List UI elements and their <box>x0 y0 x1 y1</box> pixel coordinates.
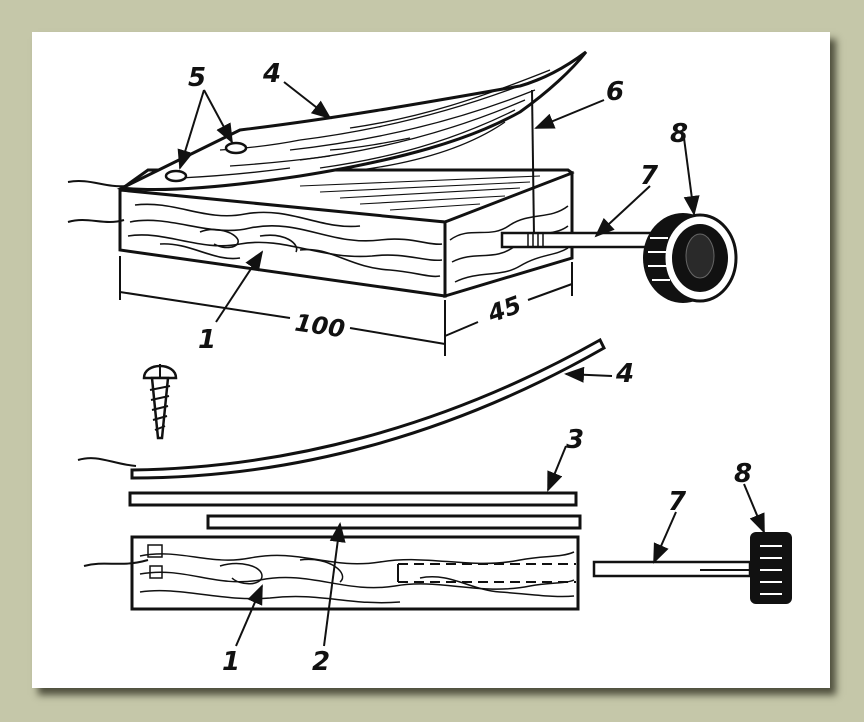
screw-marks <box>147 544 163 579</box>
label-spring-plate-bottom: 4 <box>615 359 634 389</box>
screw-hole-left <box>164 169 188 183</box>
label-base-bottom: 1 <box>222 647 240 677</box>
thread <box>531 89 535 237</box>
wood-grain-bottom <box>139 551 575 604</box>
wire-bottom-upper <box>77 457 137 467</box>
dimension-length: 100 <box>293 309 347 344</box>
spring-plate-top <box>116 50 588 191</box>
label-strip-upper: 3 <box>566 425 584 455</box>
label-screw-holes: 5 <box>188 63 206 93</box>
label-strip-lower: 2 <box>312 647 330 677</box>
label-spring-plate-top: 4 <box>262 59 281 89</box>
base-block-bottom <box>130 535 580 611</box>
label-knob-bottom: 8 <box>734 459 752 489</box>
top-leaders <box>177 81 700 323</box>
label-knob-top: 8 <box>670 119 688 149</box>
assembled-view: 100 45 5 4 6 7 8 1 <box>67 50 738 356</box>
label-axle-bottom: 7 <box>668 487 687 517</box>
block-top-hatching <box>299 175 541 211</box>
axle-winding <box>527 232 544 248</box>
strip-upper <box>128 491 578 507</box>
wire-top-lower <box>67 219 125 223</box>
knob-bottom <box>750 532 792 604</box>
wire-top-upper <box>67 180 127 188</box>
screw-hole-right <box>224 141 248 155</box>
spring-plate-bottom <box>130 337 606 480</box>
dimension-width: 45 <box>483 291 525 329</box>
wire-bottom-lower <box>83 559 149 567</box>
strip-lower <box>206 514 582 530</box>
label-thread: 6 <box>606 77 624 107</box>
bottom-leaders <box>235 366 765 647</box>
knob-top <box>643 213 738 303</box>
axle <box>500 231 656 249</box>
axle-bore-hidden <box>397 563 576 583</box>
label-axle-top: 7 <box>640 161 659 191</box>
wood-screw-icon <box>142 364 178 440</box>
exploded-view: 4 3 8 7 1 2 <box>77 337 792 677</box>
wood-grain-front <box>127 203 443 278</box>
spring-plate-hatching <box>179 69 551 179</box>
label-base-top: 1 <box>198 325 216 355</box>
dimension-lines <box>119 256 573 356</box>
